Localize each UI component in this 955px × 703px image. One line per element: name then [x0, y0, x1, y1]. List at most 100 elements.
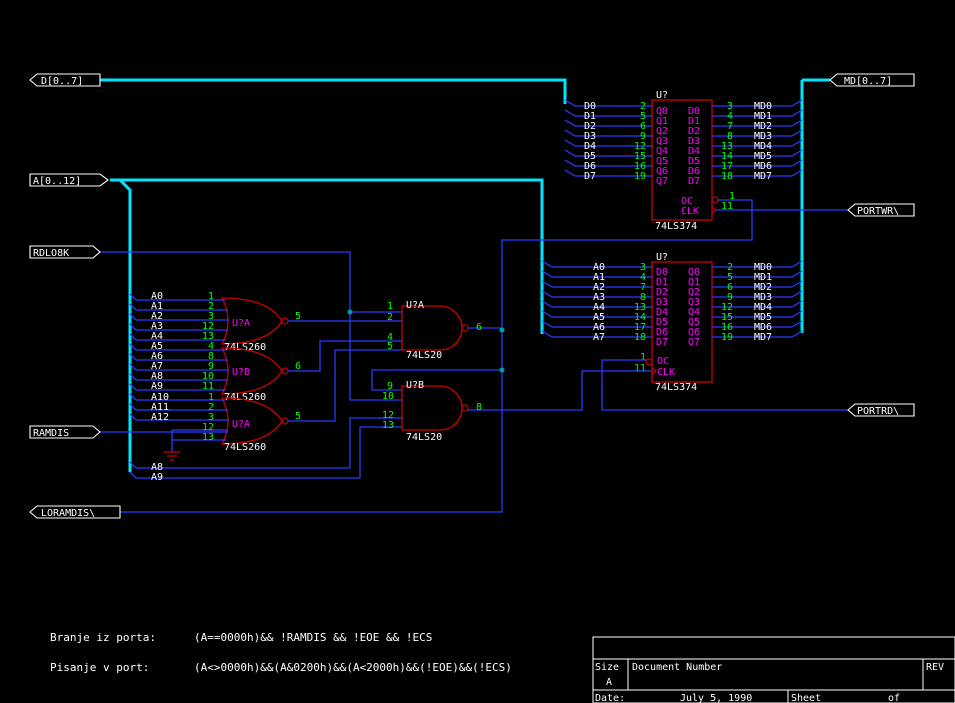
port-label: MD[0..7] [844, 76, 892, 87]
pin-name: Q3 [688, 297, 700, 308]
pin-number: 5 [640, 111, 646, 122]
net-label: MD3 [754, 292, 772, 303]
clk-label: CLK [681, 206, 699, 217]
net-label: MD3 [754, 131, 772, 142]
pin-number: 15 [634, 151, 646, 162]
pin-name: D1 [656, 277, 668, 288]
net-label: MD7 [754, 171, 772, 182]
pin-name: Q7 [688, 337, 700, 348]
pin-number: 5 [387, 341, 393, 352]
pin-number: 1 [208, 291, 214, 302]
pin-number: 9 [640, 131, 646, 142]
pin-number: 2 [640, 101, 646, 112]
net-label: A2 [151, 311, 163, 322]
pin-number: 17 [721, 161, 733, 172]
net-label: A0 [593, 262, 605, 273]
gate-part: 74LS260 [224, 342, 266, 353]
port-label: A[0..12] [33, 176, 81, 187]
port-a-bus: A[0..12] [29, 173, 109, 187]
oc-label: OC [681, 196, 693, 207]
pin-number: 3 [208, 412, 214, 423]
net-label: A3 [593, 292, 605, 303]
u-top-ref: U? [656, 90, 668, 101]
pin-number: 18 [634, 332, 646, 343]
pin-number: 17 [634, 322, 646, 333]
port-label: D[0..7] [41, 76, 83, 87]
gate-ref: U?B [406, 380, 424, 391]
pin-number: 13 [382, 420, 394, 431]
pin-name: Q3 [656, 136, 668, 147]
pin-name: D6 [656, 327, 668, 338]
pin-number: 8 [640, 292, 646, 303]
gate-ref: U?B [232, 367, 250, 378]
pin-number: 8 [208, 351, 214, 362]
net-label: MD4 [754, 141, 772, 152]
gate-ref: U?A [406, 300, 424, 311]
net-label: A9 [151, 381, 163, 392]
port-ramdis: RAMDIS [29, 425, 101, 439]
net-label: A8 [151, 462, 163, 473]
pin-number: 5 [295, 411, 301, 422]
pin-number: 5 [295, 311, 301, 322]
pin-name: Q2 [656, 126, 668, 137]
pin-number: 3 [727, 101, 733, 112]
net-label: D7 [584, 171, 596, 182]
net-label: MD5 [754, 151, 772, 162]
pin-number: 6 [727, 282, 733, 293]
net-label: MD0 [754, 101, 772, 112]
of-label: of [888, 693, 900, 703]
net-label: A2 [593, 282, 605, 293]
net-label: A11 [151, 402, 169, 413]
pin-number: 9 [387, 381, 393, 392]
net-label: MD6 [754, 322, 772, 333]
u-top-part: 74LS374 [655, 221, 697, 232]
net-label: A9 [151, 472, 163, 483]
pin-number: 12 [382, 410, 394, 421]
pin-number: 13 [634, 302, 646, 313]
net-label: A7 [151, 361, 163, 372]
pin-name: D6 [688, 166, 700, 177]
net-label: A10 [151, 392, 169, 403]
pin-name: D4 [656, 307, 668, 318]
pin-number: 13 [202, 331, 214, 342]
net-label: MD4 [754, 302, 772, 313]
pin-number: 2 [727, 262, 733, 273]
pin-number: 1 [387, 301, 393, 312]
read-note-expr: (A==0000h)&& !RAMDIS && !EOE && !ECS [194, 631, 432, 644]
gate-part: 74LS20 [406, 432, 442, 443]
write-note-expr: (A<>0000h)&&(A&0200h)&&(A<2000h)&&(!EOE)… [194, 661, 512, 674]
document-number-label: Document Number [632, 662, 722, 673]
pin-number: 13 [721, 141, 733, 152]
ground-symbol [164, 451, 180, 461]
net-label: D1 [584, 111, 596, 122]
net-label: A12 [151, 412, 169, 423]
net-label: A4 [151, 331, 163, 342]
nand-gate-1: U?A 74LS20 [401, 300, 469, 361]
pin-number: 19 [634, 171, 646, 182]
net-label: A0 [151, 291, 163, 302]
pin-number: 7 [640, 282, 646, 293]
pin-number: 2 [208, 301, 214, 312]
pin-name: Q5 [656, 156, 668, 167]
pin-name: Q6 [688, 327, 700, 338]
pin-name: Q4 [688, 307, 700, 318]
pin-number: 2 [208, 402, 214, 413]
port-rdlo8k: RDLO8K [29, 245, 101, 259]
pin-number: 18 [721, 171, 733, 182]
pin-name: D7 [656, 337, 668, 348]
net-label: MD5 [754, 312, 772, 323]
net-label: A1 [593, 272, 605, 283]
size-label: Size [595, 662, 619, 673]
junction-dot [499, 367, 505, 373]
pin-number: 1 [729, 191, 735, 202]
net-label: MD1 [754, 111, 772, 122]
net-label: A3 [151, 321, 163, 332]
read-note-label: Branje iz porta: [50, 631, 156, 644]
pin-name: D0 [688, 106, 700, 117]
pin-name: D3 [656, 297, 668, 308]
pin-name: Q4 [656, 146, 668, 157]
nor-gate-2: U?B 74LS260 [220, 347, 289, 403]
date-value: July 5, 1990 [680, 693, 752, 703]
pin-number: 12 [202, 321, 214, 332]
